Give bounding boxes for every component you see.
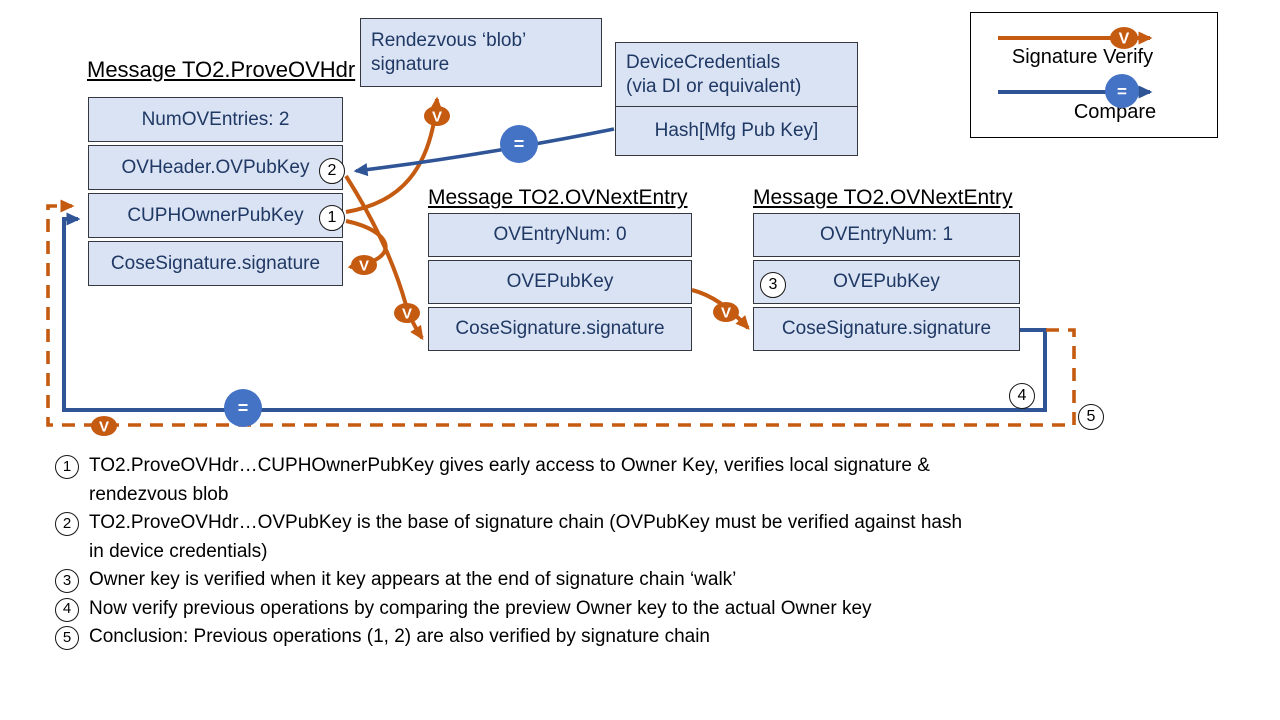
rendezvous-blob-line2: signature xyxy=(371,53,450,75)
verify-arrow-ownerkey-to-rendezvous-blob xyxy=(345,96,443,214)
entry0-row-ovepubkey: OVEPubKey xyxy=(428,260,692,304)
legend-compare-label: Compare xyxy=(1073,101,1157,123)
verify-badge-entry1: V xyxy=(713,302,739,322)
note-3: 3 Owner key is verified when it key appe… xyxy=(55,566,1215,595)
device-credentials-title-line2: (via DI or equivalent) xyxy=(626,75,802,97)
device-credentials-header: DeviceCredentials (via DI or equivalent) xyxy=(615,42,858,107)
svg-text:V: V xyxy=(99,419,109,436)
svg-text:V: V xyxy=(721,305,731,322)
device-credentials-hash-row: Hash[Mfg Pub Key] xyxy=(615,106,858,156)
ov-next-entry-1-box: OVEntryNum: 1 OVEPubKey CoseSignature.si… xyxy=(753,213,1020,354)
legend-signature-verify-label: Signature Verify xyxy=(1011,46,1154,68)
note-1-text: TO2.ProveOVHdr…CUPHOwnerPubKey gives ear… xyxy=(89,455,930,505)
prove-ovhdr-row-cuphownerpubkey: CUPHOwnerPubKey xyxy=(88,193,343,238)
svg-text:V: V xyxy=(402,306,412,323)
note-4-text: Now verify previous operations by compar… xyxy=(89,597,872,619)
step-marker-4: 4 xyxy=(1009,383,1035,409)
note-2: 2 TO2.ProveOVHdr…OVPubKey is the base of… xyxy=(55,509,1215,566)
svg-text:V: V xyxy=(359,258,369,275)
prove-ovhdr-box: NumOVEntries: 2 OVHeader.OVPubKey CUPHOw… xyxy=(88,97,343,289)
note-5-text: Conclusion: Previous operations (1, 2) a… xyxy=(89,626,710,647)
step-marker-3: 3 xyxy=(760,272,786,298)
entry0-row-oventrynum: OVEntryNum: 0 xyxy=(428,213,692,257)
device-credentials-title-line1: DeviceCredentials xyxy=(626,51,781,73)
compare-arrow-hash-to-ovpubkey xyxy=(353,127,615,177)
note-5-number: 5 xyxy=(55,626,79,650)
verify-badge-local-signature: V xyxy=(351,255,377,275)
note-2-text: TO2.ProveOVHdr…OVPubKey is the base of s… xyxy=(89,512,963,562)
prove-ovhdr-title: Message TO2.ProveOVHdr xyxy=(87,57,356,82)
ov-next-entry-0-title: Message TO2.OVNextEntry xyxy=(428,186,688,209)
legend-box xyxy=(970,12,1218,138)
note-4-number: 4 xyxy=(55,597,79,622)
note-1: 1 TO2.ProveOVHdr…CUPHOwnerPubKey gives e… xyxy=(55,452,1215,509)
notes-list: 1 TO2.ProveOVHdr…CUPHOwnerPubKey gives e… xyxy=(55,452,1215,652)
step-marker-5: 5 xyxy=(1078,404,1104,430)
svg-text:=: = xyxy=(514,134,525,154)
prove-ovhdr-row-cosesignature: CoseSignature.signature xyxy=(88,241,343,286)
verify-badge-entry0: V xyxy=(394,303,420,323)
rendezvous-blob-line1: Rendezvous ‘blob’ xyxy=(371,29,527,51)
ov-next-entry-0-box: OVEntryNum: 0 OVEPubKey CoseSignature.si… xyxy=(428,213,692,354)
verify-badge-conclusion: V xyxy=(91,416,117,436)
note-1-number: 1 xyxy=(55,455,79,479)
svg-text:V: V xyxy=(432,109,442,126)
verify-arrow-ovpubkey-to-entry0-signature xyxy=(344,174,424,341)
verify-badge-blob: V xyxy=(424,106,450,126)
note-2-number: 2 xyxy=(55,512,79,536)
verify-arrow-entry0-key-to-entry1-signature xyxy=(691,288,750,330)
verify-arrow-ownerkey-to-local-signature xyxy=(345,219,388,272)
note-3-number: 3 xyxy=(55,569,79,593)
entry0-row-cosesignature: CoseSignature.signature xyxy=(428,307,692,351)
note-5: 5 Conclusion: Previous operations (1, 2)… xyxy=(55,623,1215,652)
step-marker-1: 1 xyxy=(319,205,345,231)
prove-ovhdr-row-numoventries: NumOVEntries: 2 xyxy=(88,97,343,142)
compare-badge-hash: = xyxy=(500,125,538,163)
entry1-row-ovepubkey: OVEPubKey xyxy=(753,260,1020,304)
prove-ovhdr-row-ovpubkey: OVHeader.OVPubKey xyxy=(88,145,343,190)
svg-text:=: = xyxy=(238,398,249,418)
ov-next-entry-1-title: Message TO2.OVNextEntry xyxy=(753,186,1013,209)
entry1-row-oventrynum: OVEntryNum: 1 xyxy=(753,213,1020,257)
rendezvous-blob-box: Rendezvous ‘blob’ signature xyxy=(360,18,602,87)
compare-badge-chain: = xyxy=(224,389,262,427)
entry1-row-cosesignature: CoseSignature.signature xyxy=(753,307,1020,351)
note-3-text: Owner key is verified when it key appear… xyxy=(89,569,737,590)
note-4: 4 Now verify previous operations by comp… xyxy=(55,595,1215,624)
step-marker-2: 2 xyxy=(319,158,345,184)
